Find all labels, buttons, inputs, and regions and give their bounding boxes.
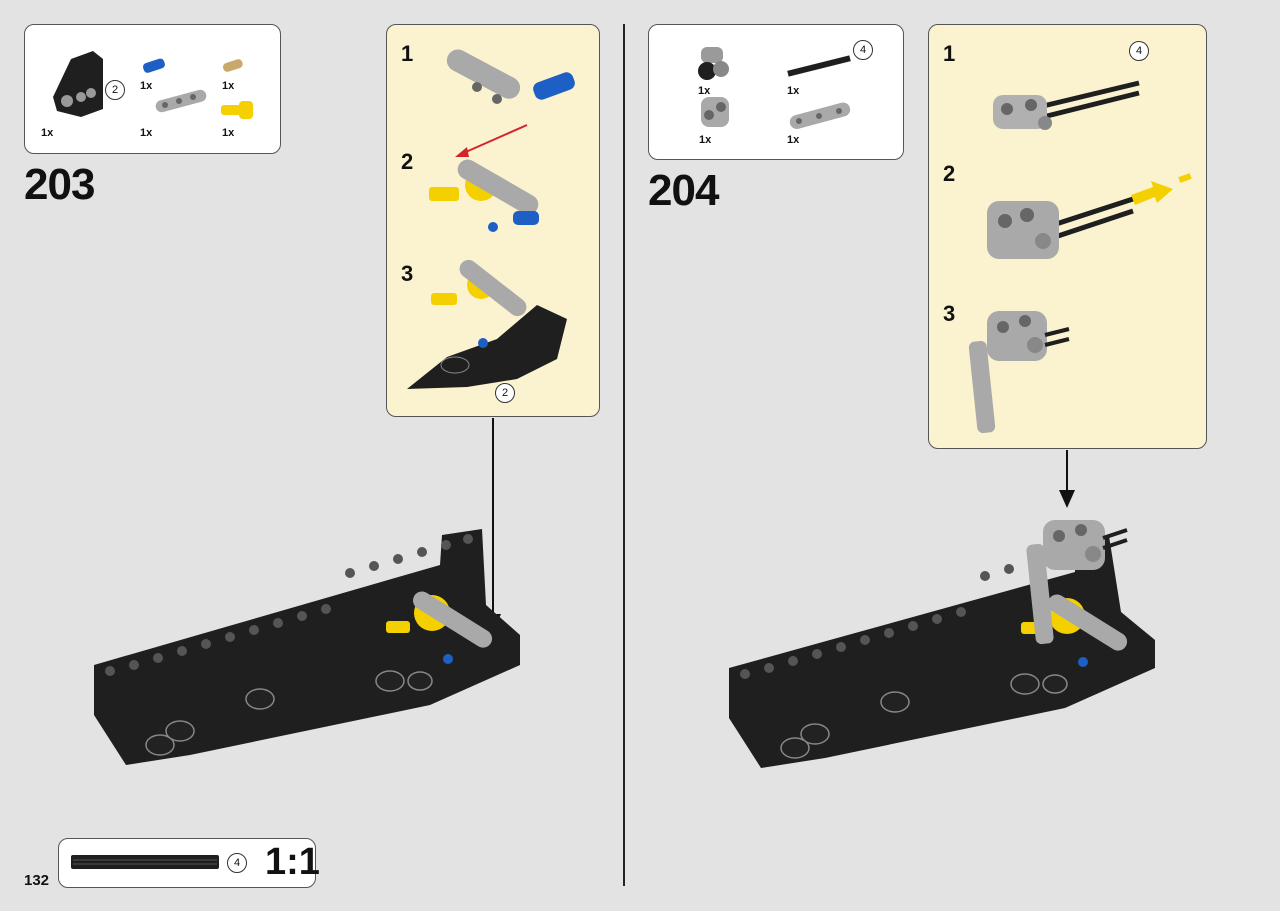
substep-number: 2	[401, 149, 414, 174]
part-count-badge: 4	[1129, 41, 1149, 61]
grey-cross-block-icon	[698, 47, 729, 80]
part-qty: 1x	[41, 127, 54, 139]
substep-number: 3	[401, 261, 414, 286]
down-arrow-icon	[1059, 450, 1075, 508]
substep-2-illustration	[429, 159, 539, 232]
grey-liftarm-icon	[155, 89, 207, 113]
substep-panel-203: 1 2 3 2	[386, 24, 600, 417]
part-count-badge: 4	[227, 853, 247, 873]
part-qty: 1x	[140, 127, 153, 139]
page-number: 132	[24, 872, 50, 889]
substep-number: 1	[401, 41, 414, 66]
black-axle-scale-icon	[71, 855, 219, 869]
model-assembly-204	[729, 520, 1155, 768]
substep-3-illustration	[407, 259, 567, 389]
scale-label: 1:1	[265, 841, 320, 883]
part-count-badge: 2	[495, 383, 515, 403]
part-count-badge: 2	[105, 80, 125, 100]
substep-number: 3	[943, 301, 956, 326]
step-number-204: 204	[648, 166, 719, 215]
page-divider	[623, 24, 625, 886]
part-qty: 1x	[699, 134, 712, 146]
grey-liftarm-icon	[789, 102, 851, 129]
model-assembly-203	[94, 529, 520, 765]
parts-list-203: 2 1x 1x 1x 1x 1x	[24, 24, 281, 154]
substep-number: 1	[943, 41, 956, 66]
tan-pin-icon	[222, 59, 243, 72]
substep-3-illustration	[968, 311, 1070, 434]
black-axle-icon	[787, 55, 851, 77]
substep-1-illustration	[446, 49, 575, 157]
substep-number: 2	[943, 161, 956, 186]
part-qty: 1x	[787, 134, 800, 146]
substep-panel-204: 1 4 2 3	[928, 24, 1207, 449]
part-qty: 1x	[698, 85, 711, 97]
blue-axle-pin-icon	[142, 58, 165, 73]
yellow-connector-icon	[221, 101, 253, 119]
grey-axle-connector-icon	[701, 97, 729, 127]
part-qty: 1x	[787, 85, 800, 97]
part-qty: 1x	[222, 127, 235, 139]
scale-reference-box: 4 1:1	[58, 838, 320, 888]
parts-list-204: 1x 4 1x 1x 1x	[648, 24, 904, 160]
black-panel-part-icon	[53, 51, 103, 117]
part-qty: 1x	[140, 80, 153, 92]
part-qty: 1x	[222, 80, 235, 92]
substep-1-illustration	[993, 80, 1140, 130]
substep-2-illustration	[987, 173, 1192, 259]
part-count-badge: 4	[853, 40, 873, 60]
step-number-203: 203	[24, 160, 95, 209]
